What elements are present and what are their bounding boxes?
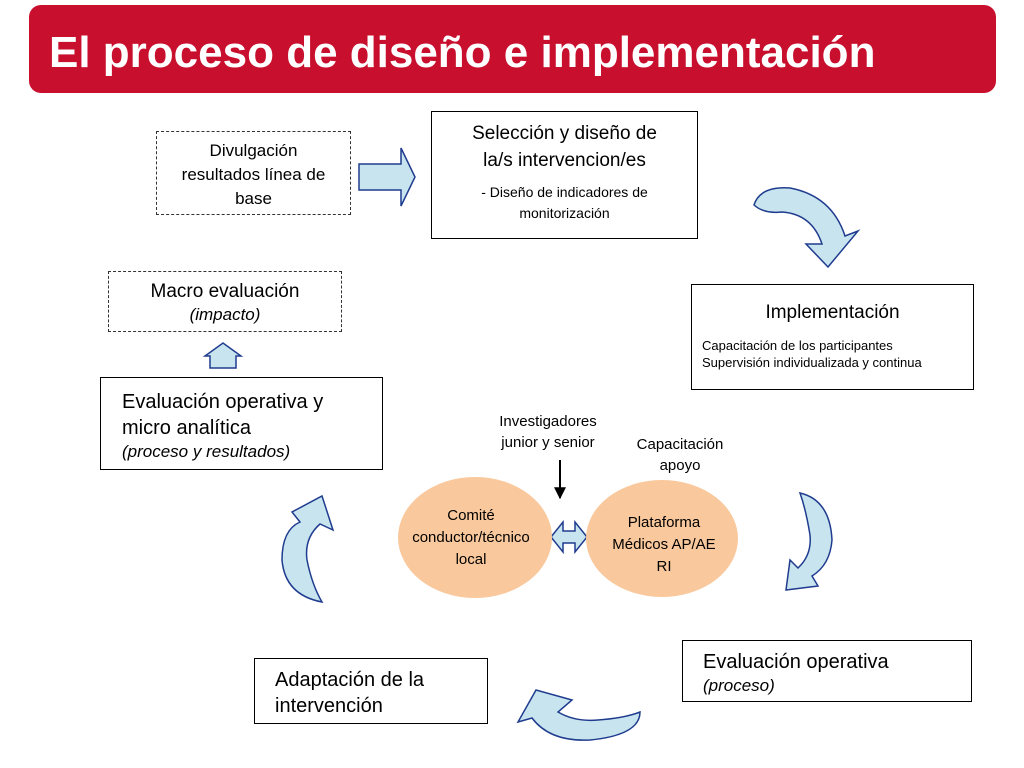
double-arrow: [550, 519, 588, 555]
title-bar: El proceso de diseño e implementación: [29, 5, 996, 93]
box-macro-evaluacion: Macro evaluación (impacto): [108, 271, 342, 332]
macro-subtitle: (impacto): [189, 305, 261, 324]
comite-line3: local: [455, 551, 487, 568]
investigadores-line1: Investigadores: [499, 413, 597, 430]
plataforma-line1: Plataforma: [627, 514, 701, 531]
curved-arrow-top-right: [753, 187, 861, 269]
box-evaluacion-micro: Evaluación operativa y micro analítica (…: [100, 377, 383, 470]
slide-title: El proceso de diseño e implementación: [49, 5, 875, 103]
box-divulgacion: Divulgación resultados línea de base: [156, 131, 351, 215]
implementacion-title: Implementación: [765, 302, 900, 323]
divulgacion-line1: Divulgación: [209, 141, 298, 160]
box-evaluacion-operativa: Evaluación operativa (proceso): [682, 640, 972, 702]
plataforma-line2: Médicos AP/AE: [612, 536, 716, 553]
eval-operativa-title: Evaluación operativa: [703, 651, 889, 673]
implementacion-detail1: Capacitación de los participantes: [702, 338, 893, 353]
box-implementacion: Implementación Capacitación de los parti…: [691, 284, 974, 390]
blob-plataforma: [586, 480, 738, 597]
box-seleccion: Selección y diseño de la/s intervencion/…: [431, 111, 698, 239]
capacitacion-line1: Capacitación: [636, 436, 724, 453]
comite-line1: Comité: [447, 507, 495, 524]
eval-micro-line1: Evaluación operativa y: [122, 391, 324, 413]
seleccion-line2: la/s intervencion/es: [483, 150, 646, 171]
adaptacion-line1: Adaptación de la: [275, 669, 425, 691]
plataforma-text: Plataforma Médicos AP/AE RI: [590, 512, 738, 578]
up-block-arrow: [202, 342, 244, 369]
right-block-arrow: [358, 147, 416, 207]
divulgacion-line3: base: [235, 189, 272, 208]
capacitacion-line2: apoyo: [659, 457, 701, 474]
eval-micro-subtitle: (proceso y resultados): [122, 442, 291, 461]
box-adaptacion: Adaptación de la intervención: [254, 658, 488, 724]
comite-text: Comité conductor/técnico local: [398, 505, 544, 571]
eval-micro-line2: micro analítica: [122, 417, 251, 439]
adaptacion-line2: intervención: [275, 695, 383, 717]
investigadores-line2: junior y senior: [501, 434, 595, 451]
plataforma-line3: RI: [656, 558, 672, 575]
curved-arrow-bottom: [516, 689, 641, 741]
comite-line2: conductor/técnico: [412, 529, 530, 546]
capacitacion-label: Capacitación apoyo: [615, 434, 745, 476]
seleccion-line1: Selección y diseño de: [472, 123, 657, 144]
macro-title: Macro evaluación: [150, 281, 300, 302]
blob-comite: [398, 477, 552, 598]
investigadores-label: Investigadores junior y senior: [478, 411, 618, 453]
eval-operativa-subtitle: (proceso): [703, 676, 775, 695]
seleccion-detail2: monitorización: [519, 205, 610, 221]
curved-arrow-right: [785, 491, 833, 591]
slide-title-text: El proceso de diseño e implementación: [49, 28, 876, 77]
implementacion-detail2: Supervisión individualizada y continua: [702, 355, 922, 370]
curved-arrow-left: [281, 494, 335, 604]
divulgacion-line2: resultados línea de: [181, 165, 326, 184]
seleccion-detail1: - Diseño de indicadores de: [481, 184, 648, 200]
